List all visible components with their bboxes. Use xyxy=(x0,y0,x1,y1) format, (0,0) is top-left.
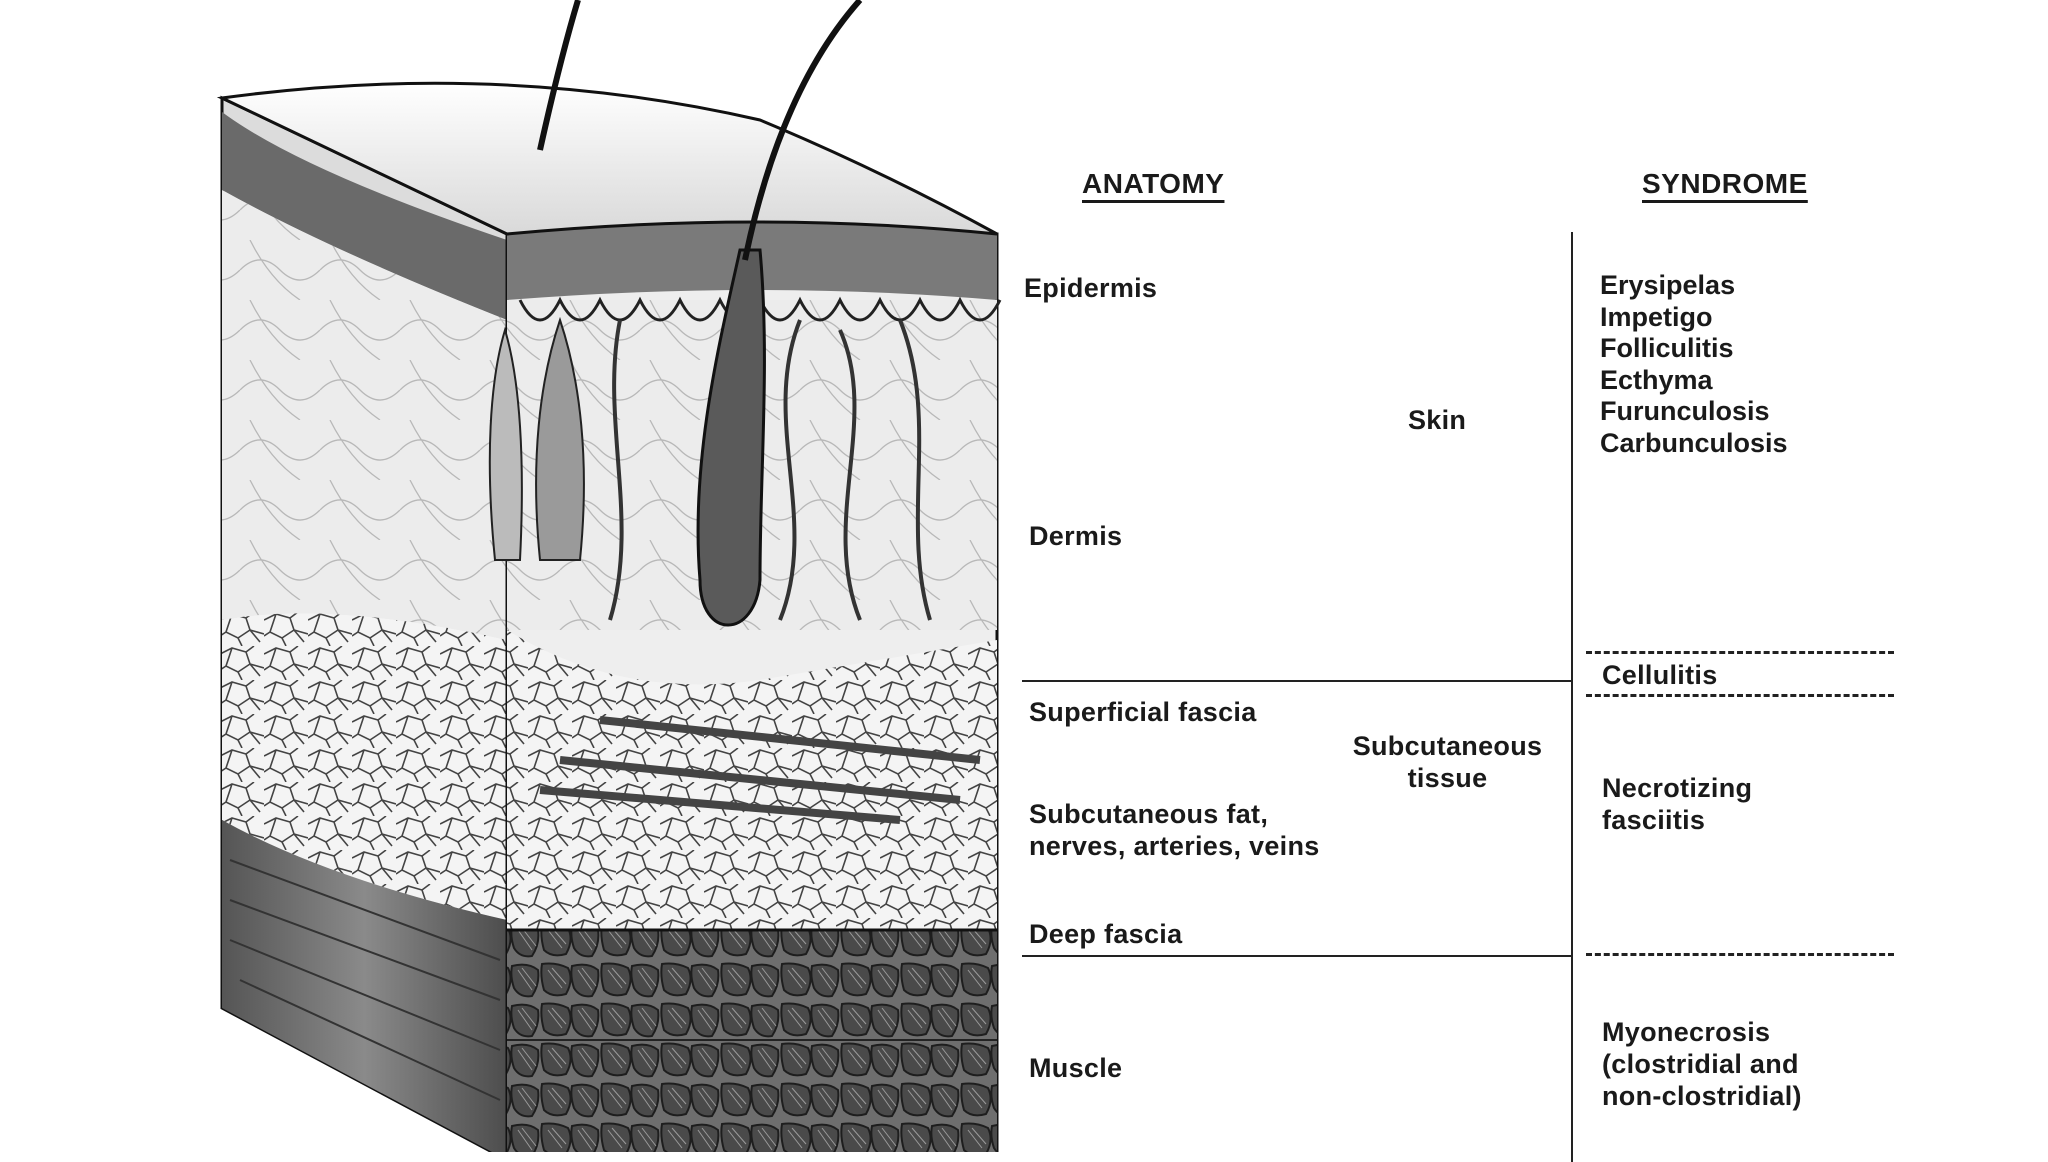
fascia-muscle-divider xyxy=(1022,955,1572,957)
block-front-face xyxy=(488,222,1002,1152)
label-skin: Skin xyxy=(1408,405,1467,435)
dashed-divider-2 xyxy=(1586,694,1894,697)
myonecrosis-line1: Myonecrosis xyxy=(1602,1017,1771,1047)
syndrome-erysipelas: Erysipelas xyxy=(1600,270,1736,300)
column-divider xyxy=(1571,232,1573,1162)
skin-syndromes-list: Erysipelas Impetigo Folliculitis Ecthyma… xyxy=(1600,270,1788,459)
label-subcutaneous-tissue: Subcutaneous tissue xyxy=(1335,730,1560,794)
label-epidermis: Epidermis xyxy=(1024,273,1158,303)
necrotizing-line2: fasciitis xyxy=(1602,805,1706,835)
dashed-divider-1 xyxy=(1586,651,1894,654)
syndrome-furunculosis: Furunculosis xyxy=(1600,396,1770,426)
label-dermis: Dermis xyxy=(1029,521,1123,551)
label-muscle: Muscle xyxy=(1029,1053,1123,1083)
syndrome-necrotizing-fasciitis: Necrotizing fasciitis xyxy=(1602,772,1752,836)
dashed-divider-3 xyxy=(1586,953,1894,956)
anatomy-header: ANATOMY xyxy=(1082,168,1225,199)
subcutaneous-fat-line1: Subcutaneous fat, xyxy=(1029,799,1269,829)
myonecrosis-line2: (clostridial and xyxy=(1602,1049,1799,1079)
label-superficial-fascia: Superficial fascia xyxy=(1029,697,1257,727)
subcutaneous-fat-line2: nerves, arteries, veins xyxy=(1029,831,1320,861)
dermis-subcutaneous-divider xyxy=(1022,680,1572,682)
syndrome-impetigo: Impetigo xyxy=(1600,301,1713,332)
block-top-face xyxy=(216,81,998,236)
syndrome-myonecrosis: Myonecrosis (clostridial and non-clostri… xyxy=(1602,1016,1802,1112)
necrotizing-line1: Necrotizing xyxy=(1602,773,1753,803)
hair-strand-left xyxy=(537,0,581,151)
syndrome-folliculitis: Folliculitis xyxy=(1600,333,1734,363)
subcutaneous-tissue-line2: tissue xyxy=(1407,763,1488,793)
syndrome-header: SYNDROME xyxy=(1642,168,1808,199)
syndrome-cellulitis: Cellulitis xyxy=(1602,660,1718,690)
syndrome-ecthyma: Ecthyma xyxy=(1600,364,1713,395)
hair-strand-right xyxy=(742,0,863,261)
myonecrosis-line3: non-clostridial) xyxy=(1602,1081,1802,1111)
syndrome-carbunculosis: Carbunculosis xyxy=(1600,427,1788,458)
label-deep-fascia: Deep fascia xyxy=(1029,919,1183,949)
label-subcutaneous-fat: Subcutaneous fat, nerves, arteries, vein… xyxy=(1029,798,1320,862)
block-left-face xyxy=(220,95,509,1152)
subcutaneous-tissue-line1: Subcutaneous xyxy=(1352,731,1543,761)
